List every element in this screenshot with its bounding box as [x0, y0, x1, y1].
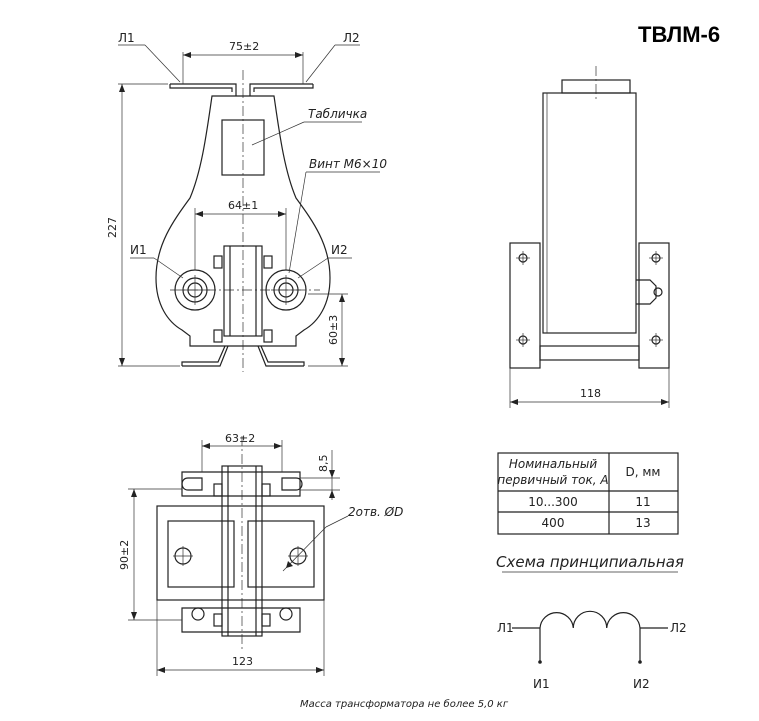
- dim-width-side: 118: [580, 387, 601, 400]
- schema-l1: Л1: [497, 621, 514, 635]
- foot-left: [181, 345, 229, 367]
- bottom-top-tabs: [181, 471, 301, 497]
- label-nameplate: Табличка: [308, 107, 367, 121]
- bottom-window-right: [247, 520, 315, 588]
- bottom-lower-tabs: [181, 607, 301, 633]
- schema-i2: И2: [633, 677, 650, 691]
- side-body: [542, 92, 637, 334]
- table-header-d: D, мм: [626, 465, 661, 479]
- label-l1-front: Л1: [118, 31, 135, 45]
- dim-depth-bottom: 90±2: [118, 540, 131, 570]
- mass-note: Масса трансформатора не более 5,0 кг: [300, 698, 509, 710]
- table-header-current-2: первичный ток, А: [497, 473, 608, 487]
- label-i1-front: И1: [130, 243, 147, 257]
- dim-width-bottom: 63±2: [225, 432, 255, 445]
- dim-height-front: 227: [106, 217, 119, 238]
- side-base: [539, 345, 640, 361]
- foot-right: [257, 345, 305, 367]
- schematic: Схема принципиальная Л1 Л2 И1 И2: [496, 553, 687, 691]
- dim-width-front: 75±2: [229, 40, 259, 53]
- center-bracket: [223, 245, 263, 337]
- tab-left: [169, 83, 237, 92]
- schema-winding: [539, 610, 641, 629]
- spec-table: Номинальный первичный ток, А D, мм 10...…: [497, 452, 679, 535]
- nameplate: [221, 119, 265, 176]
- schema-l2: Л2: [670, 621, 687, 635]
- side-bracket-left: [509, 242, 541, 369]
- label-i2-front: И2: [331, 243, 348, 257]
- bottom-body: [156, 505, 325, 601]
- table-cell-d-1: 13: [635, 516, 650, 530]
- dim-holes-front: 64±1: [228, 199, 258, 212]
- label-screw: Винт М6×10: [309, 157, 387, 171]
- table-cell-current-0: 10...300: [528, 495, 578, 509]
- table-cell-current-1: 400: [542, 516, 565, 530]
- tab-right: [249, 83, 314, 92]
- dim-bottom-front: 60±3: [327, 315, 340, 345]
- dim-slot-bottom: 8,5: [317, 455, 330, 473]
- schema-title: Схема принципиальная: [496, 553, 684, 571]
- table-cell-d-0: 11: [635, 495, 650, 509]
- label-holes: 2отв. ØD: [348, 505, 403, 519]
- side-terminal: [636, 279, 657, 305]
- front-view: 75±2 Л1 Л2 227 64±1 60±3 Табличка Винт М…: [106, 31, 387, 372]
- side-view: 118: [509, 66, 670, 408]
- front-body-outline: [155, 95, 331, 347]
- schema-i1: И1: [533, 677, 550, 691]
- dim-total-bottom: 123: [232, 655, 253, 668]
- table-header-current-1: Номинальный: [509, 457, 597, 471]
- bottom-window-left: [167, 520, 235, 588]
- bottom-view: 63±2 8,5 90±2 123 2отв. ØD: [118, 432, 403, 676]
- label-l2-front: Л2: [343, 31, 360, 45]
- bottom-center-column: [221, 465, 263, 637]
- side-bracket-right: [638, 242, 670, 369]
- drawing-title: ТВЛМ-6: [638, 22, 720, 47]
